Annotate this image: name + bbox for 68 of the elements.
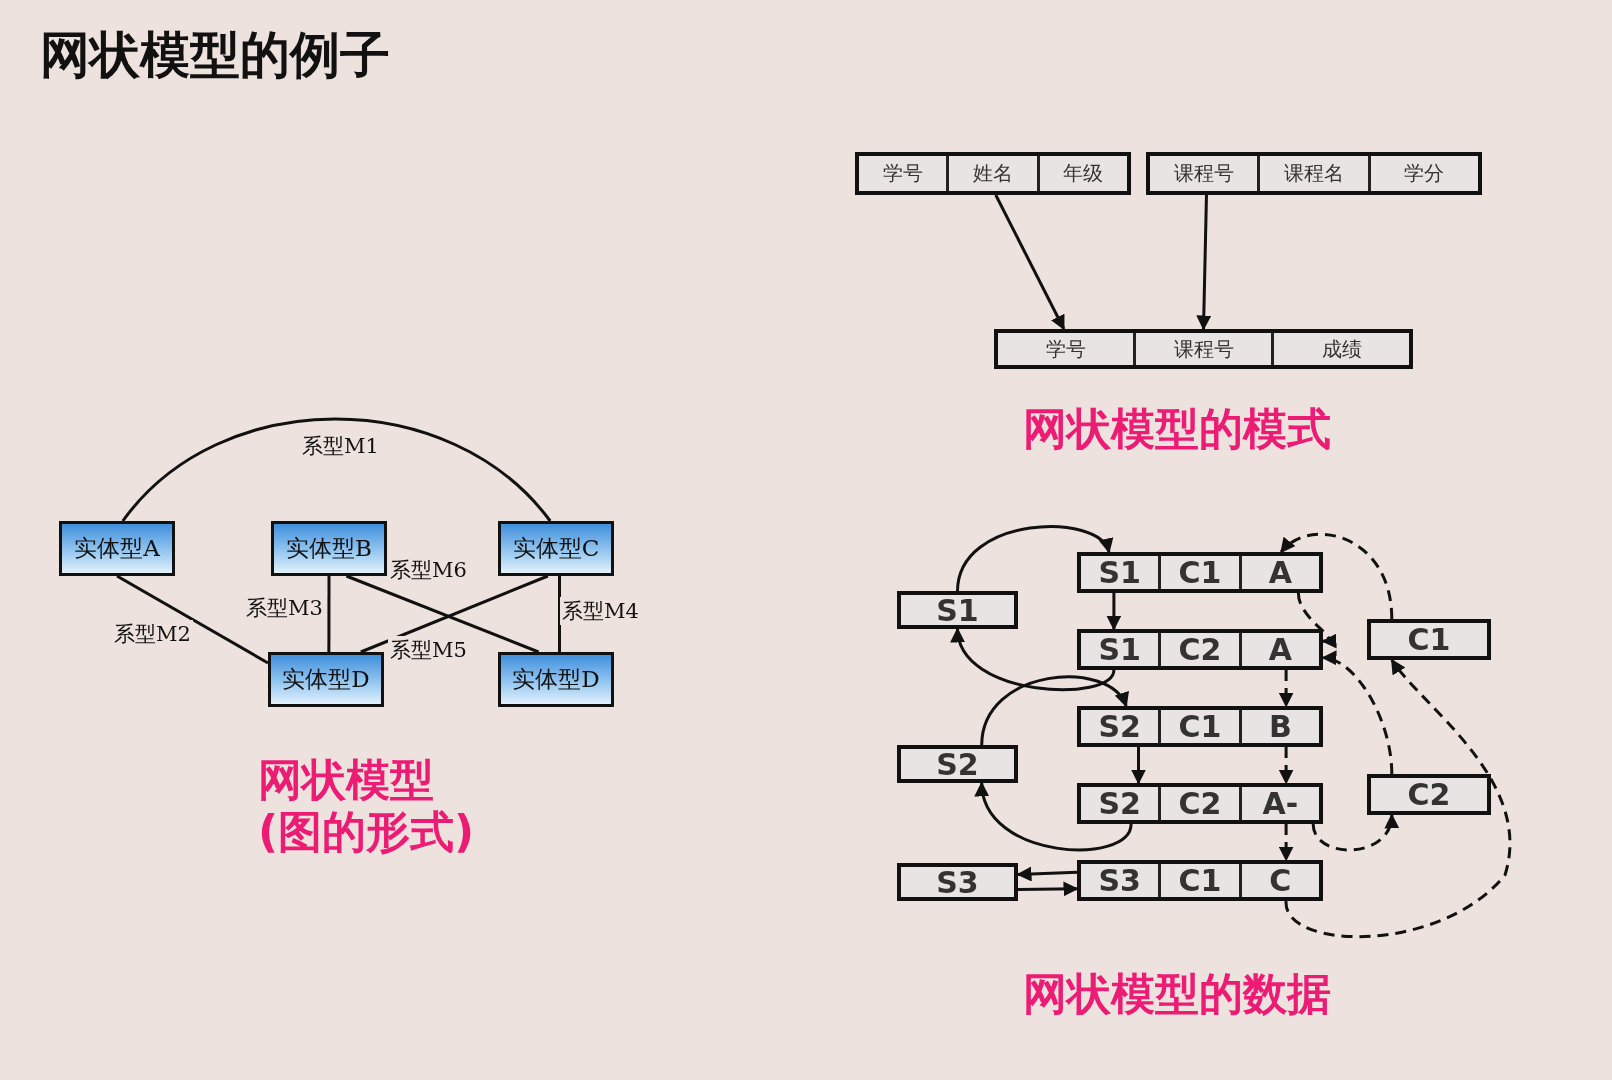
owner-record-box: C1: [1367, 619, 1491, 660]
field-cell: 年级: [1036, 156, 1127, 191]
arrow: [1106, 593, 1122, 631]
caption: 网状模型的数据: [1023, 969, 1331, 1020]
field-cell: 课程号: [1150, 156, 1258, 191]
owner-record-box: S3: [897, 863, 1018, 901]
arrow: [1278, 747, 1294, 785]
field-cell: 成绩: [1271, 333, 1409, 365]
field-cell: A-: [1238, 787, 1319, 820]
field-cell: C2: [1158, 787, 1239, 820]
title: 网状模型的例子: [40, 25, 390, 86]
record-box: [1077, 552, 1323, 593]
field-cell: S1: [1081, 633, 1159, 666]
owner-record-box: C2: [1367, 774, 1491, 815]
field-cell: 学号: [859, 156, 947, 191]
arrow: [980, 675, 1128, 746]
record-box: [1077, 860, 1323, 901]
owner-record-box: S2: [897, 745, 1018, 783]
owner-record-box: S1: [897, 591, 1018, 629]
field-cell: B: [1238, 710, 1319, 743]
entity-box: 实体型B: [271, 521, 387, 576]
record-box: [1146, 152, 1482, 195]
field-cell: 课程名: [1257, 156, 1368, 191]
connector-line: [558, 576, 561, 652]
arrow: [1280, 532, 1394, 620]
arrow: [1196, 194, 1212, 331]
connector-line: [327, 576, 331, 652]
field-cell: S3: [1081, 864, 1159, 897]
field-cell: C1: [1158, 864, 1239, 897]
field-cell: C1: [1158, 556, 1239, 589]
arrow: [1311, 813, 1398, 852]
entity-box: 实体型A: [59, 521, 175, 576]
arrow: [1296, 592, 1338, 648]
arrow: [1131, 747, 1146, 785]
field-cell: S1: [1081, 556, 1159, 589]
arrow: [1278, 824, 1294, 862]
entity-box: 实体型C: [498, 521, 614, 576]
record-box: [994, 329, 1413, 369]
caption: (图的形式): [258, 807, 475, 858]
connector-line: [116, 574, 269, 665]
field-cell: 姓名: [946, 156, 1037, 191]
field-cell: 学分: [1367, 156, 1478, 191]
field-cell: 课程号: [1133, 333, 1271, 365]
arrow: [952, 627, 1116, 692]
arrow: [976, 781, 1133, 852]
arrow: [1017, 881, 1079, 897]
arrow: [1278, 670, 1294, 708]
record-box: [1077, 629, 1323, 670]
connector-line: [121, 417, 552, 522]
entity-box: 实体型D: [268, 652, 384, 707]
caption: 网状模型: [258, 755, 434, 806]
field-cell: C2: [1158, 633, 1239, 666]
field-cell: 学号: [998, 333, 1133, 365]
entity-box: 实体型D: [498, 652, 614, 707]
record-box: [1077, 783, 1323, 824]
caption: 网状模型的模式: [1023, 404, 1331, 455]
field-cell: C: [1238, 864, 1319, 897]
arrow: [1284, 658, 1512, 938]
field-cell: A: [1238, 556, 1319, 589]
edge-label: 系型M4: [560, 597, 641, 625]
record-box: [855, 152, 1131, 195]
arrow: [956, 525, 1111, 592]
field-cell: S2: [1081, 710, 1159, 743]
arrow: [994, 194, 1066, 331]
field-cell: C1: [1158, 710, 1239, 743]
field-cell: A: [1238, 633, 1319, 666]
record-box: [1077, 706, 1323, 747]
field-cell: S2: [1081, 787, 1159, 820]
